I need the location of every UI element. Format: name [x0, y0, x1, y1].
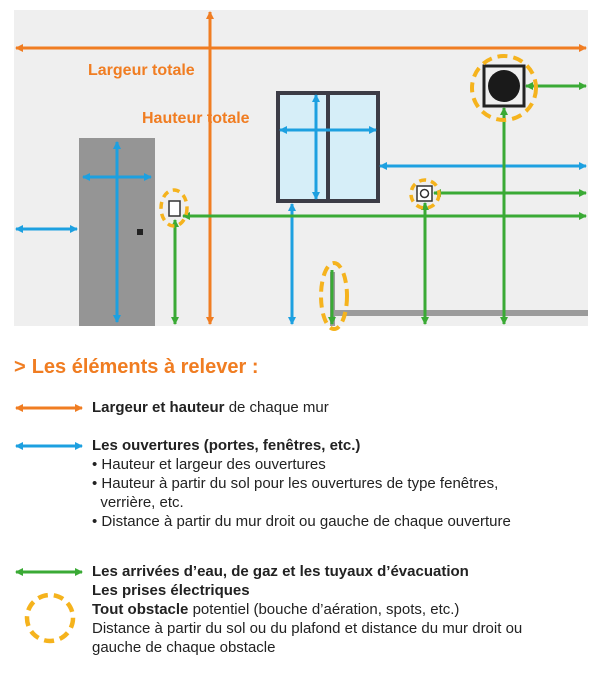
- legend-row2-bullet-2: • Hauteur à partir du sol pour les ouver…: [92, 475, 499, 492]
- socket-obstacle-marker: [409, 178, 441, 210]
- legend-row2-bullet-1: • Hauteur et largeur des ouvertures: [92, 456, 326, 473]
- legend-title-text: Les éléments à relever :: [31, 356, 259, 378]
- switch-obstacle-marker: [159, 188, 189, 228]
- legend-item-wall-dimensions: Largeur et hauteur de chaque mur: [14, 396, 604, 420]
- blue-double-arrow-icon: [15, 442, 83, 450]
- wall-measurement-diagram: [14, 10, 588, 331]
- power-socket: [416, 185, 433, 202]
- legend-row3-line3-rest: potentiel (bouche d’aération, spots, etc…: [188, 601, 460, 618]
- yellow-dashed-circle-icon: [24, 592, 76, 644]
- legend-row2-bullet-2-cont: verrière, etc.: [92, 494, 184, 511]
- pipe-obstacle-marker: [319, 261, 349, 331]
- orange-double-arrow-icon: [15, 404, 83, 412]
- window: [276, 91, 380, 203]
- total-height-label: Hauteur totale: [142, 110, 250, 127]
- legend-row2-heading: Les ouvertures (portes, fenêtres, etc.): [92, 437, 361, 454]
- total-width-label: Largeur totale: [88, 62, 195, 79]
- chevron-right-icon: >: [14, 356, 26, 378]
- legend-item-obstacles: Les arrivées d’eau, de gaz et les tuyaux…: [14, 560, 604, 670]
- legend-row2-bullet-3: • Distance à partir du mur droit ou gauc…: [92, 513, 511, 530]
- legend-row3-line5: gauche de chaque obstacle: [92, 639, 276, 656]
- legend-row3-line2: Les prises électriques: [92, 582, 250, 599]
- legend-title: >Les éléments à relever :: [14, 356, 258, 379]
- legend-item-openings: Les ouvertures (portes, fenêtres, etc.) …: [14, 434, 604, 544]
- legend-row3-line3-bold: Tout obstacle: [92, 601, 189, 618]
- legend-row3-line1: Les arrivées d’eau, de gaz et les tuyaux…: [92, 563, 469, 580]
- vent-obstacle-marker: [470, 54, 538, 122]
- door-handle: [137, 229, 143, 235]
- light-switch: [168, 200, 181, 217]
- legend-row1-rest: de chaque mur: [224, 399, 329, 416]
- legend-row1-bold: Largeur et hauteur: [92, 399, 225, 416]
- green-double-arrow-icon: [15, 568, 83, 576]
- vent-icon: [488, 70, 520, 102]
- legend-row3-line4: Distance à partir du sol ou du plafond e…: [92, 620, 523, 637]
